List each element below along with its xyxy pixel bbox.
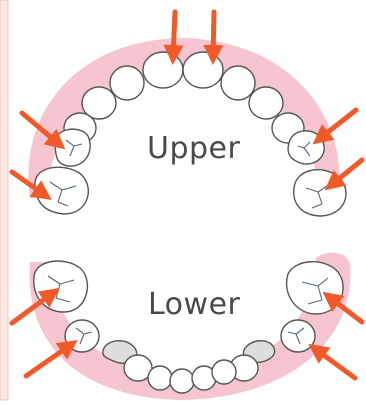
arrow-icon — [314, 348, 355, 378]
upper-jaw-label: Upper — [147, 131, 240, 166]
tooth — [183, 52, 223, 88]
tooth — [212, 360, 236, 384]
tooth — [148, 366, 172, 390]
lower-jaw — [30, 253, 351, 400]
lower-jaw-label: Lower — [148, 287, 240, 322]
upper-jaw — [28, 38, 346, 216]
tooth — [249, 87, 283, 119]
arrow-icon — [173, 12, 175, 58]
side-panel — [0, 0, 8, 400]
tooth — [281, 320, 315, 352]
tooth — [288, 131, 324, 164]
tooth — [170, 369, 194, 393]
tooth — [143, 52, 183, 88]
tooth — [55, 129, 90, 166]
tooth — [287, 262, 343, 314]
arrow-icon — [213, 12, 214, 58]
tooth — [110, 66, 144, 100]
lower-teeth — [34, 261, 343, 393]
tooth — [221, 66, 255, 100]
